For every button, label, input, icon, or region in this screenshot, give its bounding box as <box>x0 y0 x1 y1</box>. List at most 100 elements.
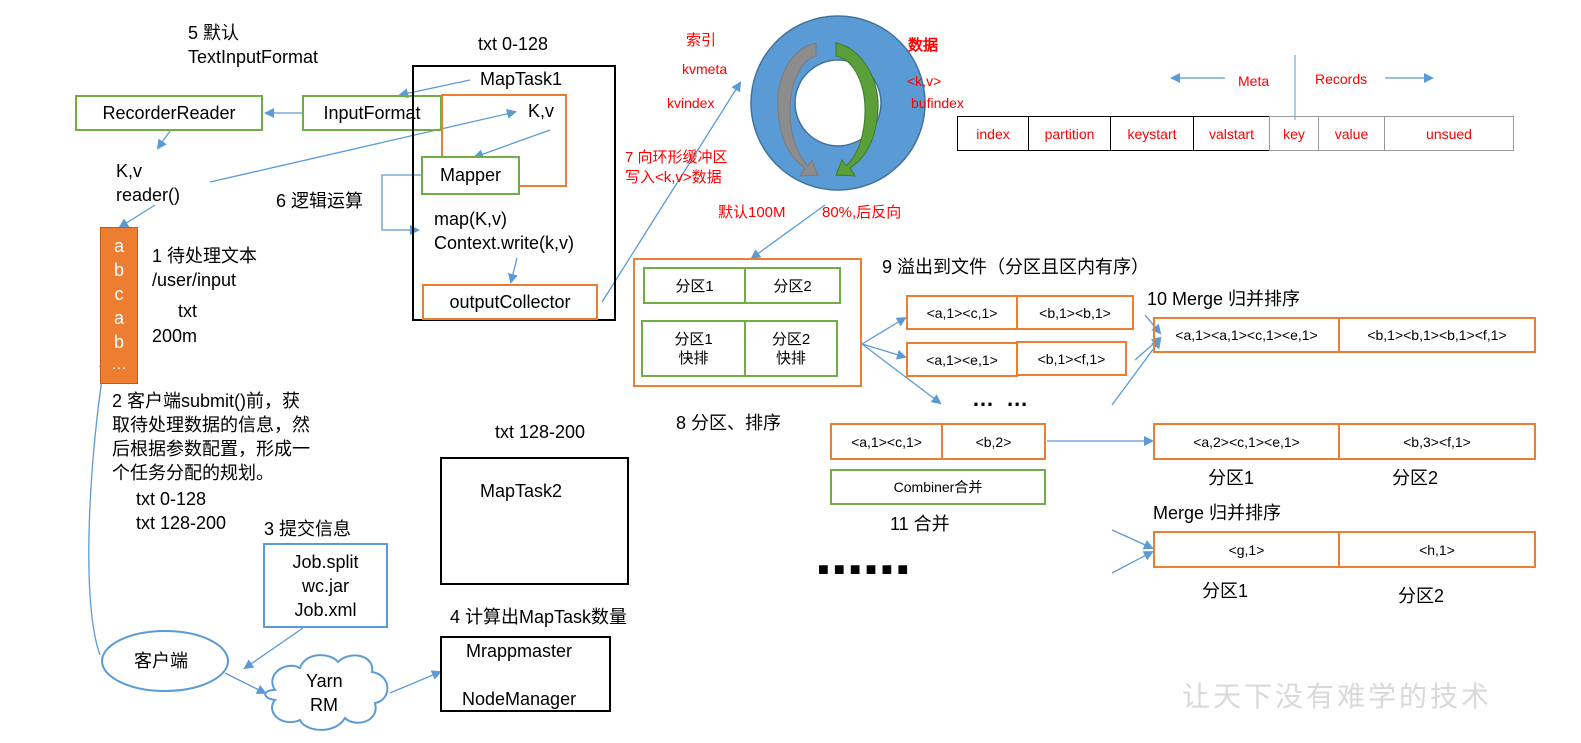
ring-buffer-hole <box>794 59 882 147</box>
nodemanager-label: NodeManager <box>462 689 577 709</box>
merge2-label: Merge 归并排序 <box>1153 503 1282 523</box>
partition-cell: 分区2 <box>744 267 841 304</box>
step2-line: 2 客户端submit()前，获 <box>112 391 301 411</box>
meta-field: valstart <box>1193 116 1270 151</box>
record-field: value <box>1318 116 1385 151</box>
arrow-yarn-to-mrappmaster <box>389 670 442 694</box>
kvindex-label: kvindex <box>667 95 715 111</box>
spill-cell: <a,1><c,1> <box>906 295 1018 330</box>
job-files-box: Job.split wc.jar Job.xml <box>263 543 388 628</box>
ring-right-arrow-icon <box>835 42 879 177</box>
record-field: key <box>1269 116 1319 151</box>
step3-label: 3 提交信息 <box>264 519 352 539</box>
mrappmaster-label: Mrappmaster <box>466 641 573 661</box>
quicksort-label: 快排 <box>678 349 709 367</box>
arrow-partition-to-spill2 <box>861 343 907 360</box>
step11-label: 11 合并 <box>890 514 950 534</box>
data-label: 数据 <box>908 37 939 54</box>
bufindex-label: bufindex <box>911 95 964 111</box>
input-char: b <box>113 260 124 280</box>
step2-line: 取待处理数据的信息，然 <box>112 415 310 435</box>
combine-ellipsis: ■ ■ ■ ■ ■ ■ <box>818 559 909 579</box>
meta-field: index <box>957 116 1029 151</box>
ring-left-arrow-icon <box>777 42 819 177</box>
spill-ellipsis: … … <box>972 386 1032 411</box>
job-file: Job.split <box>292 551 359 572</box>
arrow-client-to-input <box>88 358 109 656</box>
partition-quicksort-cell: 分区1 快排 <box>641 320 746 377</box>
merge-cell: <a,1><a,1><c,1><e,1> <box>1153 317 1340 353</box>
kv-data-label: <k,v> <box>907 73 942 89</box>
step1-file: txt <box>178 301 198 321</box>
map-call: map(K,v) <box>434 209 508 229</box>
combine-input-cell: <b,2> <box>941 423 1046 460</box>
job-file: Job.xml <box>294 599 357 620</box>
default-size-label: 默认100M <box>718 204 786 221</box>
meta-field: keystart <box>1110 116 1194 151</box>
merge2-cell: <h,1> <box>1338 531 1536 568</box>
arrow-client-to-yarn <box>224 672 267 694</box>
split-1: txt 0-128 <box>136 489 207 509</box>
quicksort-label: 快排 <box>775 349 806 367</box>
combine-result-cell: <b,3><f,1> <box>1338 423 1536 460</box>
kvmeta-label: kvmeta <box>682 61 728 77</box>
kv-top-label: K,v <box>528 101 555 121</box>
partition-name: 分区2 <box>771 330 811 348</box>
arrow-reader-to-input <box>118 204 156 229</box>
arrow-reader-to-kv <box>156 130 171 150</box>
step8-label: 8 分区、排序 <box>676 413 782 433</box>
client-label: 客户端 <box>134 651 188 671</box>
partition-sort-box <box>633 258 862 387</box>
input-char: c <box>114 284 124 304</box>
step7-line2: 写入<k,v>数据 <box>625 169 722 186</box>
step10-label: 10 Merge 归并排序 <box>1147 289 1301 309</box>
maptask2-box <box>440 457 629 585</box>
partition-quicksort-cell: 分区2 快排 <box>744 320 838 377</box>
combiner-box: Combiner合并 <box>830 469 1046 505</box>
txt-range-2: txt 128-200 <box>495 422 586 442</box>
partition-name: 分区1 <box>674 330 713 348</box>
step2-line: 个任务分配的规划。 <box>112 463 274 483</box>
yarn-cloud-icon <box>264 654 389 731</box>
rm-label: RM <box>310 695 338 715</box>
input-char: … <box>111 356 127 373</box>
ring-buffer <box>750 15 926 191</box>
output-collector-box: outputCollector <box>422 284 598 320</box>
maptask1-box <box>412 65 616 321</box>
maptask2-label: MapTask2 <box>480 481 563 501</box>
job-file: wc.jar <box>301 575 349 596</box>
reader-label: reader() <box>116 185 181 205</box>
step4-label: 4 计算出MapTask数量 <box>450 607 628 627</box>
meta-field: partition <box>1028 116 1111 151</box>
step5-label: 5 默认 <box>188 23 240 43</box>
step9-label: 9 溢出到文件（分区且区内有序） <box>882 257 1150 277</box>
threshold-label: 80%,后反向 <box>822 204 902 221</box>
merge2-partition1-label: 分区1 <box>1202 581 1249 601</box>
context-write: Context.write(k,v) <box>434 233 575 253</box>
merge2-cell: <g,1> <box>1153 531 1340 568</box>
step2-line: 后根据参数配置，形成一 <box>112 439 310 459</box>
merge-cell: <b,1><b,1><b,1><f,1> <box>1338 317 1536 353</box>
step7-line1: 7 向环形缓冲区 <box>625 149 728 166</box>
step6-label: 6 逻辑运算 <box>276 191 364 211</box>
partition1-label: 分区1 <box>1208 468 1255 488</box>
combine-result-cell: <a,2><c,1><e,1> <box>1153 423 1340 460</box>
step1-title: 1 待处理文本 <box>152 246 258 266</box>
recorder-reader-box: RecorderReader <box>75 95 263 131</box>
watermark: 让天下没有难学的技术 <box>1182 680 1493 713</box>
input-text-block: a b c a b … <box>100 227 138 384</box>
split-2: txt 128-200 <box>136 513 227 533</box>
index-label: 索引 <box>686 32 717 49</box>
step5-sub-label: TextInputFormat <box>188 47 319 67</box>
records-label: Records <box>1315 71 1368 87</box>
spill-cell: <b,1><b,1> <box>1016 295 1134 330</box>
kv-label: K,v <box>116 161 143 181</box>
merge2-partition2-label: 分区2 <box>1398 586 1445 606</box>
input-char: b <box>113 332 124 352</box>
mapper-box: Mapper <box>421 156 520 195</box>
txt-range-1: txt 0-128 <box>478 34 549 54</box>
record-field: unsued <box>1384 116 1514 151</box>
mrappmaster-box <box>440 636 611 712</box>
input-char: a <box>113 236 124 256</box>
meta-records-table: index partition keystart valstart key va… <box>957 116 1514 151</box>
